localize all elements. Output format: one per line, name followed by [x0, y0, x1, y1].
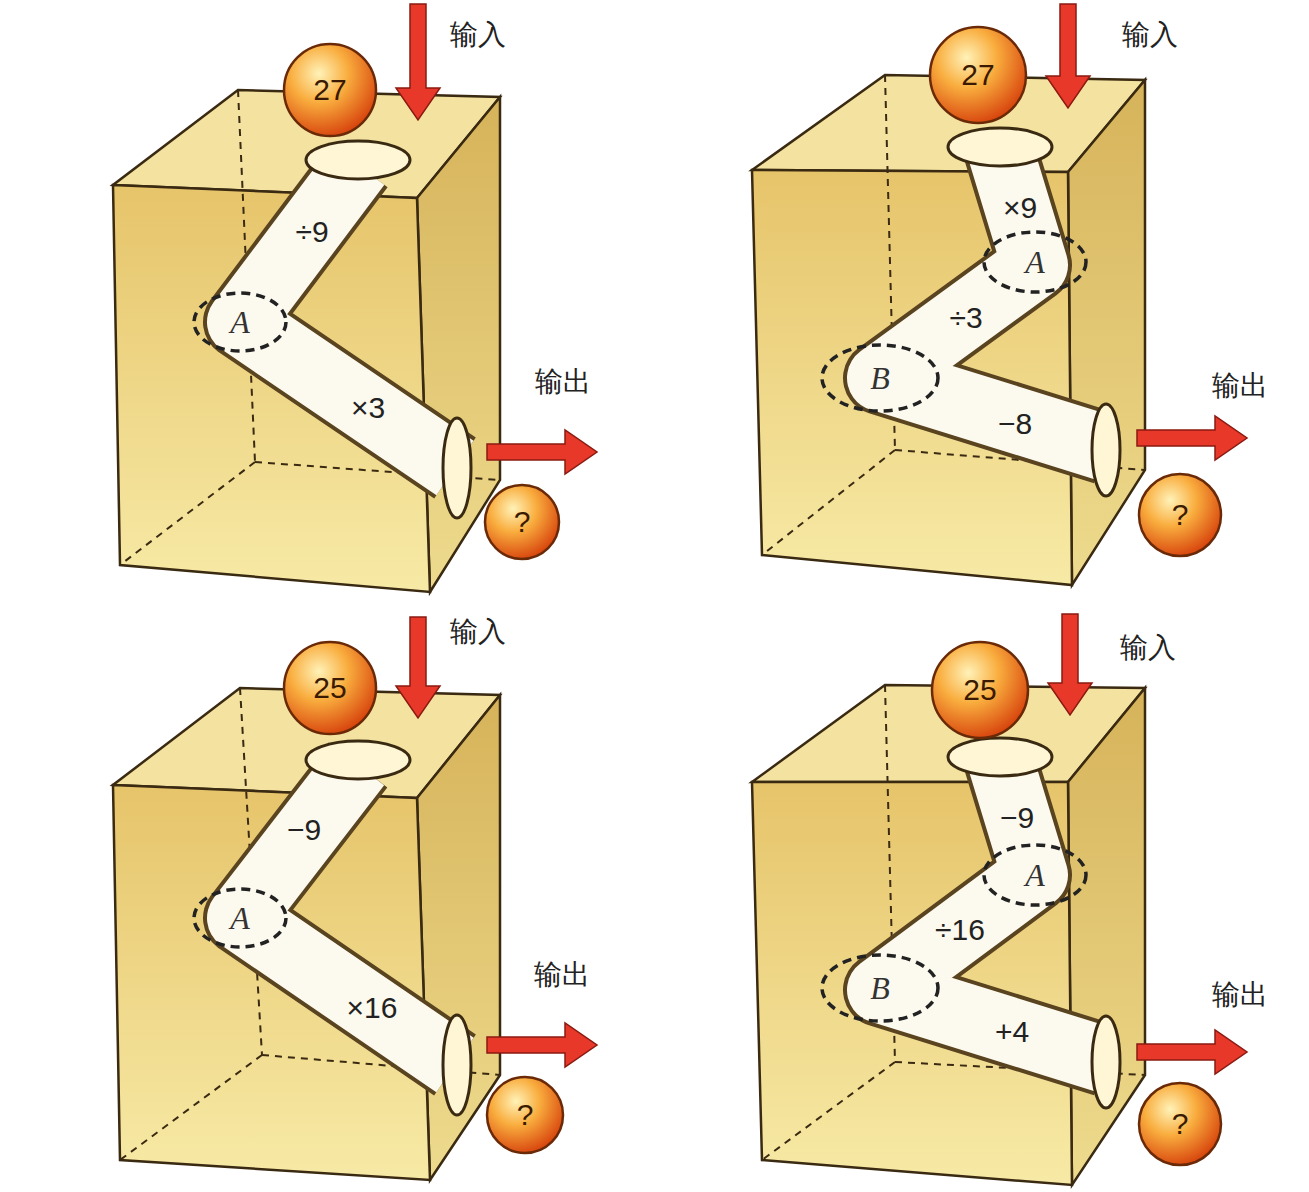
output-arrow — [1137, 416, 1247, 460]
operation-label: −8 — [998, 409, 1032, 439]
stage-letter: B — [870, 972, 890, 1004]
tube-exit — [1092, 1016, 1120, 1108]
stage-marker: A — [192, 291, 288, 353]
machine-box — [113, 4, 597, 592]
tube-opening — [306, 741, 410, 779]
tube-opening — [948, 128, 1052, 166]
machine-box — [113, 617, 597, 1180]
ball-number: ? — [517, 1100, 534, 1130]
stage-marker: B — [820, 343, 940, 413]
number-ball: 27 — [282, 42, 378, 138]
operation-label: ÷9 — [295, 217, 328, 247]
stage-marker: A — [982, 843, 1088, 907]
number-ball: 25 — [930, 640, 1030, 740]
stage-letter: A — [230, 306, 250, 338]
operation-label: ÷16 — [935, 915, 985, 945]
hidden-edge — [120, 1055, 262, 1160]
tube-exit — [1092, 404, 1120, 496]
number-ball: 25 — [282, 640, 378, 736]
operation-label: −9 — [1000, 803, 1034, 833]
tube-opening — [948, 738, 1052, 776]
tube — [240, 765, 455, 1065]
number-ball: ? — [1137, 472, 1223, 558]
tube — [240, 165, 455, 468]
hidden-edge — [762, 1062, 895, 1160]
output-arrow — [1137, 1030, 1247, 1074]
machine-box — [752, 614, 1247, 1185]
stage-letter: A — [1025, 859, 1045, 891]
ball-number: ? — [1172, 1109, 1189, 1139]
hidden-edge — [120, 462, 255, 565]
ball-number: 25 — [313, 673, 346, 703]
stage-marker: B — [820, 953, 940, 1023]
io-label: 输入 — [1122, 21, 1178, 49]
output-arrow — [487, 1023, 597, 1067]
number-ball: ? — [485, 1075, 565, 1155]
operation-label: +4 — [995, 1017, 1029, 1047]
ball-number: ? — [1172, 500, 1189, 530]
input-arrow — [396, 617, 440, 718]
tube-outline — [240, 165, 455, 468]
io-label: 输出 — [534, 961, 590, 989]
input-arrow — [396, 4, 440, 120]
tube-opening — [306, 141, 410, 179]
stage-letter: A — [1025, 246, 1045, 278]
io-label: 输出 — [1212, 372, 1268, 400]
ball-number: 27 — [961, 60, 994, 90]
hidden-edge — [762, 450, 895, 555]
io-label: 输出 — [535, 368, 591, 396]
operation-label: ÷3 — [949, 303, 982, 333]
stage-marker: A — [192, 887, 288, 949]
number-ball: 27 — [928, 25, 1028, 125]
input-arrow — [1046, 4, 1090, 108]
ball-number: 25 — [963, 675, 996, 705]
tube-exit — [443, 1015, 471, 1115]
box-side-face — [1068, 80, 1145, 585]
operation-label: ×3 — [351, 393, 385, 423]
operation-label: ×9 — [1003, 193, 1037, 223]
stage-letter: B — [870, 362, 890, 394]
number-ball: ? — [1137, 1081, 1223, 1167]
input-arrow — [1048, 614, 1092, 715]
tube-outline — [240, 765, 455, 1065]
tube-exit — [443, 418, 471, 518]
ball-number: ? — [514, 507, 531, 537]
io-label: 输入 — [1120, 634, 1176, 662]
io-label: 输入 — [450, 21, 506, 49]
machine-box — [752, 4, 1247, 585]
io-label: 输入 — [450, 618, 506, 646]
stage-letter: A — [230, 902, 250, 934]
io-label: 输出 — [1212, 981, 1268, 1009]
ball-number: 27 — [313, 75, 346, 105]
operation-label: −9 — [287, 815, 321, 845]
number-ball: ? — [483, 483, 561, 561]
stage-marker: A — [982, 230, 1088, 294]
box-side-face — [1068, 688, 1145, 1185]
output-arrow — [487, 430, 597, 474]
operation-label: ×16 — [347, 993, 398, 1023]
